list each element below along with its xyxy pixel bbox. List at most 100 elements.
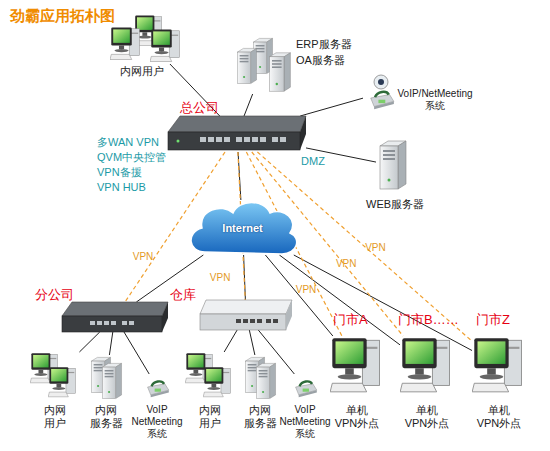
device-note: OA服务器 (296, 54, 345, 67)
network-link (79, 332, 99, 352)
router-top (200, 300, 292, 314)
link-label: VPN (210, 272, 231, 284)
pc-icon (203, 367, 230, 397)
feature-label: 多WAN VPN (97, 136, 159, 149)
port (257, 319, 262, 323)
router-front (200, 314, 286, 330)
phone-icon (148, 381, 169, 397)
pc-icon (150, 30, 179, 62)
device-label: 分公司 (35, 287, 74, 302)
port (236, 137, 242, 142)
server-icon (270, 53, 291, 91)
link-label: VPN (133, 251, 154, 263)
pc-icon (400, 338, 449, 392)
link-label: VPN (336, 258, 357, 270)
link-label: VPN (296, 284, 317, 296)
network-device: Internet (190, 200, 295, 255)
port (200, 137, 206, 142)
device-label: ERP服务器 (296, 38, 352, 51)
network-link (124, 332, 149, 374)
phone-icon (371, 92, 394, 109)
port (90, 321, 95, 325)
network-device: 内网 用户 (30, 352, 80, 400)
port (250, 319, 255, 323)
port (129, 321, 134, 325)
device-label: 门市Z (476, 312, 510, 327)
network-link (170, 64, 220, 116)
network-device: 门市Z单机 VPN外点 (472, 336, 526, 394)
router-ports (177, 137, 287, 143)
port (104, 321, 109, 325)
pc-icon (472, 338, 521, 392)
network-link (294, 255, 472, 351)
device-label: WEB服务器 (366, 198, 424, 211)
network-device: 仓库 (200, 300, 292, 330)
router-top (62, 302, 168, 316)
network-link (224, 330, 237, 352)
port (224, 137, 230, 142)
network-link (136, 255, 203, 302)
network-link (109, 332, 112, 355)
link-label: VPN (365, 242, 386, 254)
network-device: 门市B……单机 VPN外点 (400, 336, 454, 394)
network-device: ERP服务器OA服务器 (235, 36, 293, 94)
port (280, 137, 286, 142)
network-device: VoIP NetMeeting 系统 (291, 374, 319, 400)
port (266, 319, 271, 323)
pc-icon (110, 28, 139, 60)
device-label: 内网 服务器 (238, 404, 282, 430)
phone-icon (296, 381, 317, 397)
network-device: 内网 服务器 (88, 355, 124, 401)
router-side (286, 300, 292, 330)
network-device: WEB服务器 (376, 137, 410, 194)
diagram-title: 劲霸应用拓朴图 (10, 7, 115, 25)
pc-icon (48, 367, 75, 397)
port (216, 137, 222, 142)
router-ports (236, 319, 278, 323)
router-front (62, 316, 162, 332)
router-side (162, 302, 168, 332)
feature-label: VPN备援 (97, 166, 142, 179)
feature-label: VPN HUB (97, 181, 146, 194)
network-link (300, 98, 363, 116)
device-label: 内网 服务器 (84, 404, 128, 430)
feature-label: QVM中央控管 (97, 151, 166, 164)
network-device: 分公司 (62, 302, 168, 332)
device-label: 总公司 (180, 100, 219, 115)
pc-icon (330, 338, 379, 392)
network-device: VoIP NetMeeting 系统 (143, 374, 171, 400)
device-label: VoIP NetMeeting 系统 (274, 404, 336, 440)
port (208, 137, 214, 142)
router-side (300, 116, 306, 150)
device-label: VoIP NetMeeting 系统 (126, 404, 188, 440)
server-icon (102, 363, 121, 398)
port (236, 319, 241, 323)
device-label: 内网 用户 (190, 404, 230, 430)
device-label: 内网用户 (120, 65, 164, 78)
port (272, 137, 278, 142)
device-label: VoIP/NetMeeting 系统 (393, 88, 477, 112)
router-ports (90, 321, 134, 325)
router-top (168, 116, 306, 132)
network-device: 总公司 (168, 116, 306, 152)
camera-icon (374, 75, 388, 89)
network-link (279, 255, 400, 345)
device-label: 内网 用户 (35, 404, 75, 430)
network-device: 内网用户 (108, 14, 184, 64)
network-link (249, 330, 255, 355)
router-front (168, 132, 300, 150)
device-note: 单机 VPN外点 (474, 404, 524, 430)
led (177, 140, 180, 143)
port (244, 137, 250, 142)
port (97, 321, 102, 325)
link-label: DMZ (301, 155, 325, 167)
port (252, 137, 258, 142)
port (111, 321, 116, 325)
network-device: 门市A单机 VPN外点 (330, 336, 384, 394)
server-icon (237, 48, 256, 83)
network-device: VoIP/NetMeeting 系统 (363, 74, 399, 112)
device-label: 门市B…… (398, 312, 459, 327)
port (122, 321, 127, 325)
